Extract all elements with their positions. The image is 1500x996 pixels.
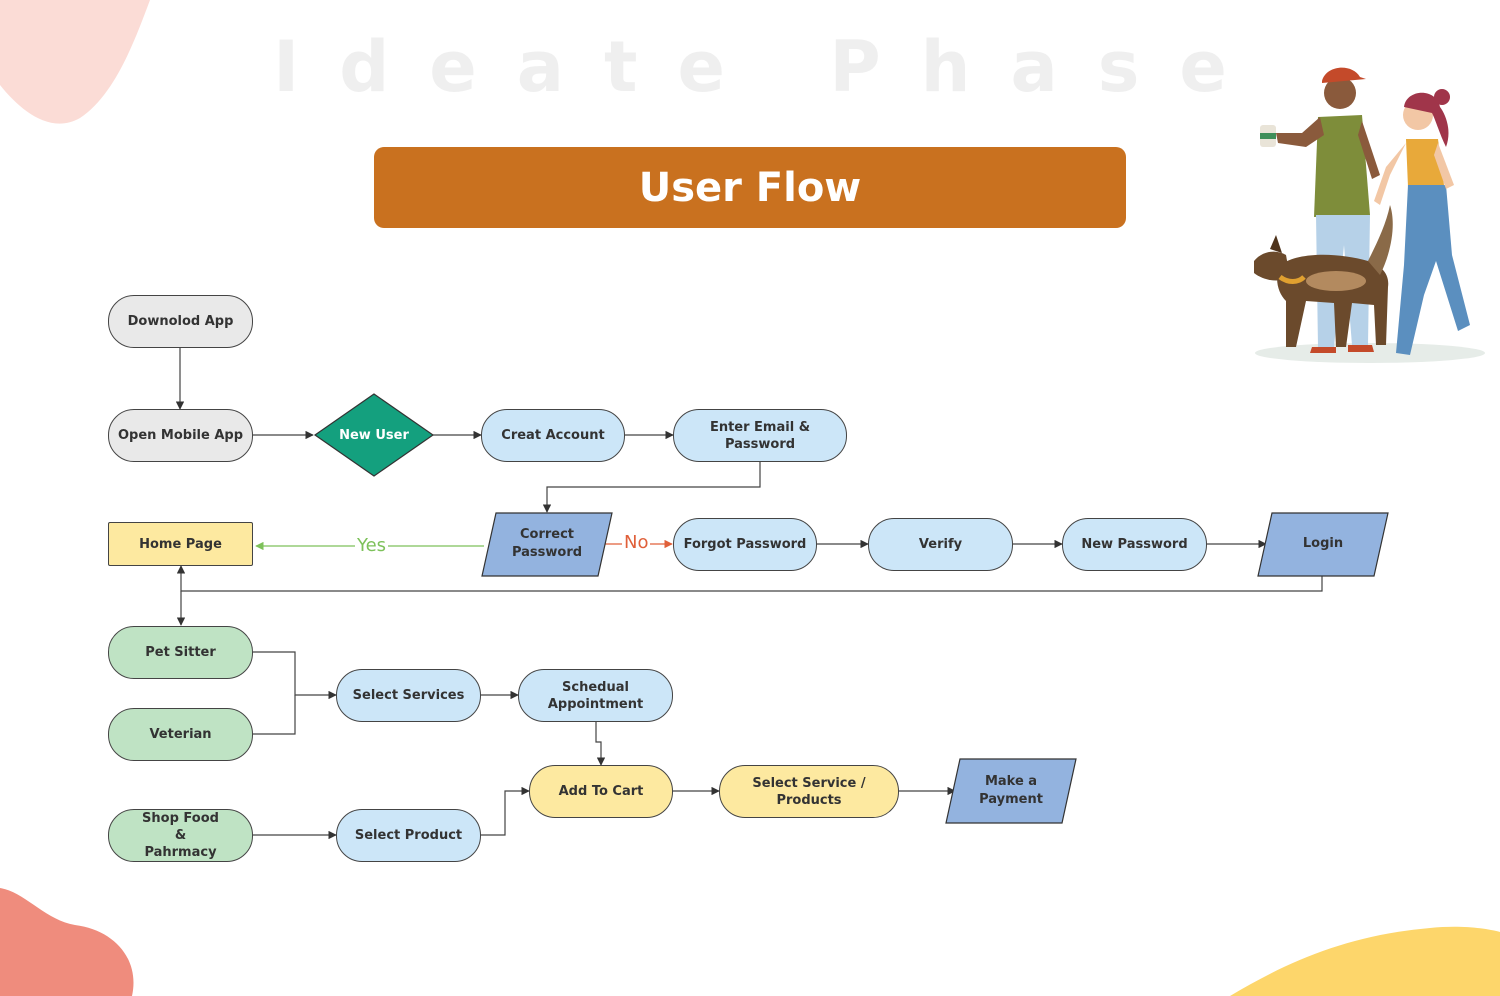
edge-login-home	[176, 565, 1323, 592]
bottom-right-blob	[1230, 926, 1500, 996]
correct-password-decision[interactable]: Correct Password	[511, 527, 583, 560]
edge-email-correct	[542, 461, 761, 513]
add-to-cart-node[interactable]: Add To Cart	[529, 765, 673, 818]
home-page-node[interactable]: Home Page	[108, 522, 253, 566]
user-flow-banner: User Flow	[374, 147, 1126, 228]
select-services-node[interactable]: Select Services	[336, 669, 481, 722]
new-password-node[interactable]: New Password	[1062, 518, 1207, 571]
forgot-password-node[interactable]: Forgot Password	[673, 518, 817, 571]
make-payment-node[interactable]: Make a Payment	[979, 774, 1043, 807]
select-service-products-node[interactable]: Select Service / Products	[719, 765, 899, 818]
new-user-decision-shape	[313, 393, 435, 477]
login-shape	[1257, 512, 1389, 577]
login-node[interactable]: Login	[1302, 536, 1344, 551]
select-product-node[interactable]: Select Product	[336, 809, 481, 862]
create-account-node[interactable]: Creat Account	[481, 409, 625, 462]
shop-food-pharmacy-node[interactable]: Shop Food & Pahrmacy	[108, 809, 253, 862]
couple-walking-dog-illustration	[1254, 67, 1485, 363]
verify-node[interactable]: Verify	[868, 518, 1013, 571]
bottom-left-blob	[0, 888, 134, 996]
pet-sitter-node[interactable]: Pet Sitter	[108, 626, 253, 679]
yes-label: Yes	[355, 535, 389, 556]
edge-petsitter-services	[253, 651, 337, 700]
edge-schedule-cart	[595, 721, 606, 766]
open-mobile-app-node[interactable]: Open Mobile App	[108, 409, 253, 462]
new-user-decision[interactable]: New User	[339, 427, 409, 443]
edge-veterinarian-services	[253, 695, 296, 735]
veterinarian-node[interactable]: Veterian	[108, 708, 253, 761]
top-left-blob	[0, 0, 150, 124]
schedule-appointment-node[interactable]: Schedual Appointment	[518, 669, 673, 722]
no-label: No	[622, 532, 651, 553]
edge-product-cart	[481, 786, 530, 836]
phase-title: Ideate Phase	[273, 26, 1267, 108]
enter-email-password-node[interactable]: Enter Email & Password	[673, 409, 847, 462]
download-app-node[interactable]: Downolod App	[108, 295, 253, 348]
make-payment-shape	[945, 758, 1077, 824]
correct-password-shape	[481, 512, 613, 577]
